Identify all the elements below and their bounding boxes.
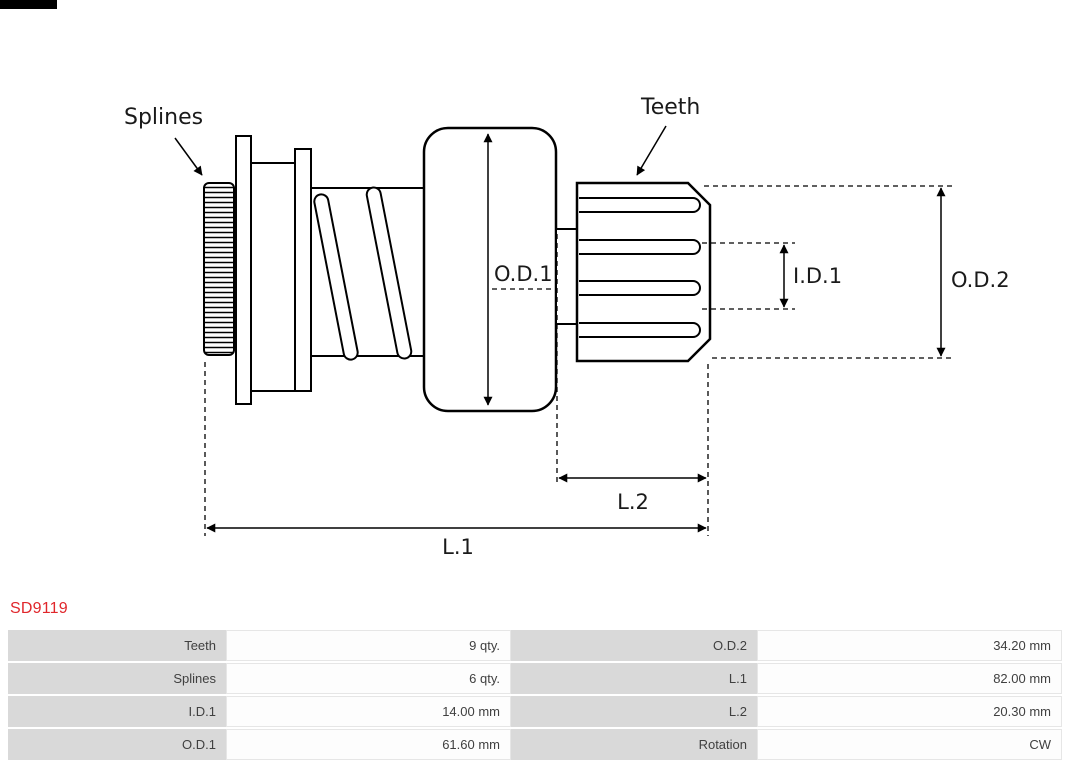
splines-arrow [174,137,203,176]
dimension-lines [174,125,946,533]
pinion-gear [575,181,712,363]
l2-label: L.2 [617,490,649,514]
spline-section [203,182,235,356]
starter-drive-diagram: Splines Teeth O.D.1 I.D.1 O.D.2 L.2 L.1 [124,95,1010,559]
spec-label: Teeth [8,630,226,661]
spec-value: 82.00 mm [757,663,1062,694]
spec-table: Teeth 9 qty. O.D.2 34.20 mm Splines 6 qt… [8,628,1062,762]
spec-label: O.D.2 [511,630,757,661]
spec-value: 14.00 mm [226,696,511,727]
table-row: Splines 6 qty. L.1 82.00 mm [8,663,1062,694]
part-number: SD9119 [10,600,68,617]
teeth-label: Teeth [640,95,700,120]
spec-label: I.D.1 [8,696,226,727]
flange-2 [294,148,312,392]
spec-value: 20.30 mm [757,696,1062,727]
step-shaft [555,228,578,325]
od1-label: O.D.1 [494,262,553,286]
teeth-arrow [636,125,667,176]
part-outline [203,126,712,413]
spec-value: CW [757,729,1062,760]
splines-label: Splines [124,105,203,130]
spec-value: 61.60 mm [226,729,511,760]
flange-1 [235,135,252,405]
extension-lines [204,185,952,536]
spec-value: 6 qty. [226,663,511,694]
l1-label: L.1 [442,535,474,559]
brand-logo [0,0,57,9]
spring-coil-1 [313,193,359,361]
id1-label: I.D.1 [793,264,842,288]
technical-drawing: Splines Teeth O.D.1 I.D.1 O.D.2 L.2 L.1 [124,95,1010,559]
spec-label: Rotation [511,729,757,760]
spec-value: 9 qty. [226,630,511,661]
spec-value: 34.20 mm [757,630,1062,661]
od2-label: O.D.2 [951,268,1010,292]
collar-hub [250,162,296,392]
spec-label: O.D.1 [8,729,226,760]
gear-teeth-grooves [579,197,701,338]
spec-label: Splines [8,663,226,694]
table-row: I.D.1 14.00 mm L.2 20.30 mm [8,696,1062,727]
table-row: O.D.1 61.60 mm Rotation CW [8,729,1062,760]
spring-coil-2 [365,186,413,360]
spec-label: L.2 [511,696,757,727]
spec-label: L.1 [511,663,757,694]
table-row: Teeth 9 qty. O.D.2 34.20 mm [8,630,1062,661]
